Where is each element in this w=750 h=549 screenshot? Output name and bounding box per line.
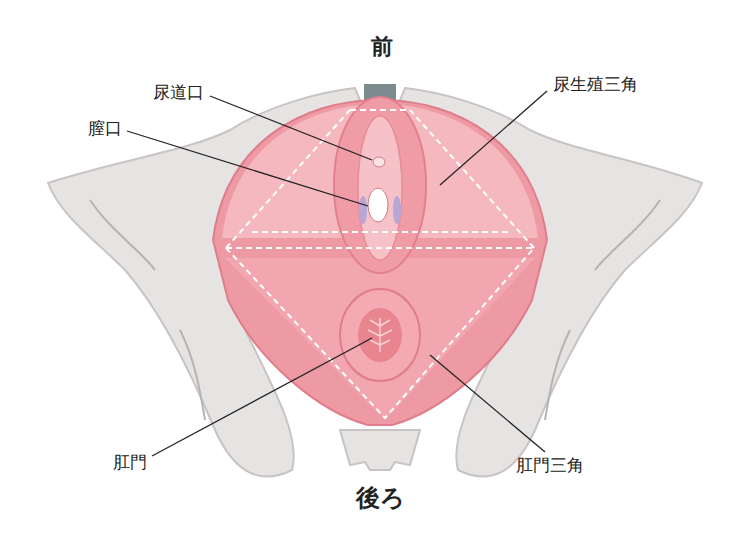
bone-detail [90, 200, 660, 420]
anus [358, 308, 402, 362]
labia-majora [334, 97, 426, 273]
leader-line [127, 91, 547, 456]
orientation-label: 前 [371, 34, 393, 60]
triangle-boundary [226, 110, 534, 418]
vaginal-opening [368, 188, 388, 222]
orientation-label: 後ろ [356, 484, 405, 513]
part-label: 肛門 [113, 452, 147, 472]
urethral-opening [373, 157, 385, 167]
anus-folds [368, 318, 392, 352]
anal-region [225, 258, 535, 420]
pelvis-bone [48, 88, 702, 477]
gland-mark [393, 196, 401, 224]
gland-mark [359, 196, 367, 224]
part-label: 尿生殖三角 [553, 74, 638, 94]
anal-sphincter [340, 289, 420, 381]
part-label: 尿道口 [153, 82, 204, 102]
part-label: 肛門三角 [516, 455, 584, 475]
labia-minora [358, 116, 402, 260]
part-label: 膣口 [88, 118, 122, 138]
